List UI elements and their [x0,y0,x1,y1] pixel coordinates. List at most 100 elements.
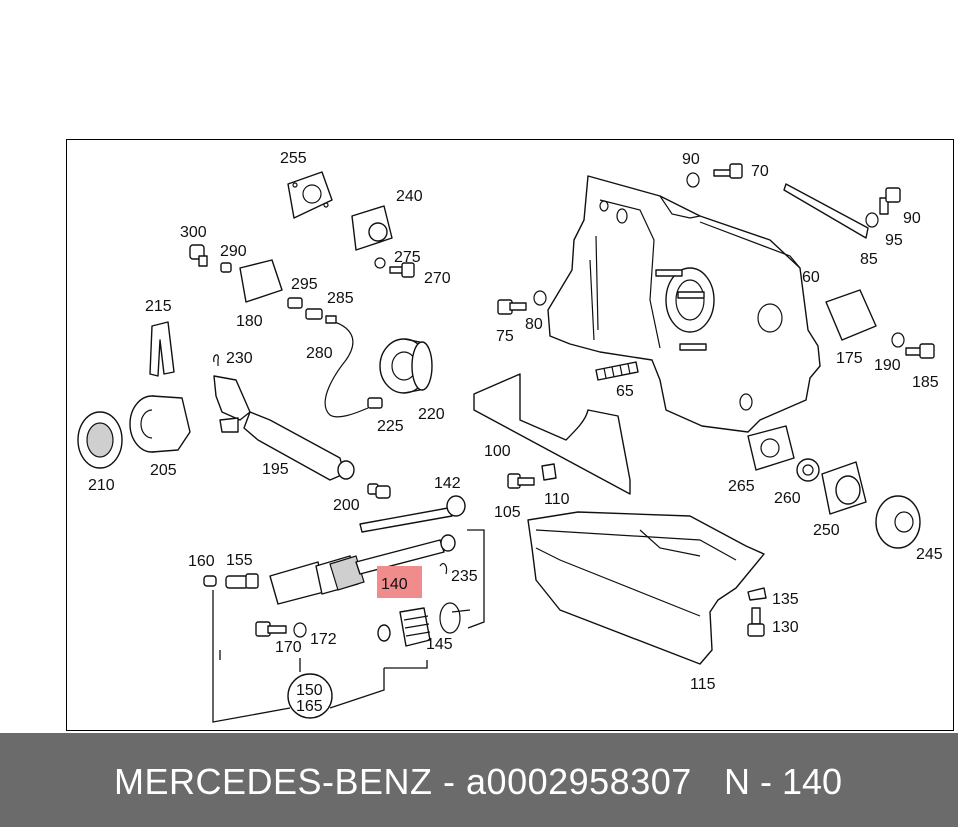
leader-lines [212,529,485,723]
callout-105: 105 [494,504,521,521]
callout-labels: 255 240 275 270 300 290 180 295 285 215 … [88,150,943,715]
callout-180: 180 [236,313,263,330]
callout-185: 185 [912,374,939,391]
callout-240: 240 [396,188,423,205]
callout-80: 80 [525,316,543,333]
callout-285: 285 [327,290,354,307]
footer-bar: MERCEDES-BENZ - a0002958307 N - 140 [0,733,958,827]
callout-172: 172 [310,631,337,648]
part-280-hydraulic-line [324,315,369,418]
callout-130: 130 [772,619,799,636]
part-65-stud [595,361,639,381]
part-105-bolt [507,473,535,489]
part-60-transmission-housing [547,175,821,433]
part-130-bolt [747,607,765,637]
callout-260: 260 [774,490,801,507]
part-300-bolt [189,244,208,267]
callout-circle-150-165 [287,673,333,719]
part-185-bolt [905,343,935,359]
part-225-bleeder [367,397,383,409]
callout-275: 275 [394,249,421,266]
callout-170: 170 [275,639,302,656]
callout-255: 255 [280,150,307,167]
part-80-washer [533,290,547,306]
callout-100: 100 [484,443,511,460]
callout-270: 270 [424,270,451,287]
callout-165: 165 [296,698,323,715]
part-175-cover [825,289,877,341]
part-210-seal [77,411,123,469]
callout-142: 142 [434,475,461,492]
callout-60: 60 [802,269,820,286]
part-75-bolt [497,299,527,315]
callout-160: 160 [188,553,215,570]
footer-brand-part-number: MERCEDES-BENZ - a0002958307 [114,761,692,802]
callout-70: 70 [751,163,769,180]
part-190-washer [891,332,905,348]
callout-110: 110 [544,491,570,508]
part-205-bearing-housing [129,395,191,453]
part-265-flange [747,425,795,471]
callout-115: 115 [690,676,716,693]
part-142-pushrod [359,495,466,533]
callout-65: 65 [616,383,634,400]
part-85-gasket [783,183,869,239]
callout-235: 235 [451,568,478,585]
part-255-flange-plate [287,171,333,219]
part-270-bolt [389,262,415,278]
diagram-frame [66,139,954,731]
callout-300: 300 [180,224,207,241]
part-100-cover-plate [473,373,631,495]
callout-205: 205 [150,462,177,479]
callout-280: 280 [306,345,333,362]
part-285-fitting [305,308,323,320]
part-195-release-fork-shaft [213,375,355,481]
part-90-bolt-right [879,187,901,215]
part-230-clip [213,354,219,366]
part-135-clip [747,587,767,601]
part-110-clip [541,463,557,481]
part-115-oil-pan [527,511,765,665]
part-145-boot [377,602,461,647]
callout-135: 135 [772,591,799,608]
part-172-washer [293,622,307,638]
callout-195: 195 [262,461,289,478]
callout-90-top: 90 [682,151,700,168]
callout-210: 210 [88,477,115,494]
callout-250: 250 [813,522,840,539]
highlight-box-140 [377,566,422,598]
callout-200: 200 [333,497,360,514]
part-160-nut [203,575,217,587]
part-290-bushing [220,262,232,273]
part-140-slave-cylinder [269,534,456,605]
part-250-seal-cover [821,461,867,515]
callout-90-right: 90 [903,210,921,227]
part-220-release-bearing [379,338,433,394]
part-245-flange [875,495,921,549]
callout-290: 290 [220,243,247,260]
part-260-ring [796,458,820,482]
part-95-washer [865,212,879,228]
callout-295: 295 [291,276,318,293]
part-70-bolt [713,163,743,179]
callout-215: 215 [145,298,172,315]
callout-75: 75 [496,328,514,345]
callout-155: 155 [226,552,253,569]
part-200-fitting [367,483,391,499]
callout-220: 220 [418,406,445,423]
part-275-washer [374,257,386,269]
callout-230: 230 [226,350,253,367]
callout-95: 95 [885,232,903,249]
part-235-pin [439,563,448,575]
callout-245: 245 [916,546,943,563]
callout-225: 225 [377,418,404,435]
part-90-washer-top [686,172,700,188]
part-170-bolt [255,621,287,637]
callout-150: 150 [296,682,323,699]
part-295-nut [287,297,303,309]
callout-190: 190 [874,357,901,374]
part-180-cover [239,259,283,303]
callout-145: 145 [426,636,453,653]
callout-140: 140 [381,576,408,593]
